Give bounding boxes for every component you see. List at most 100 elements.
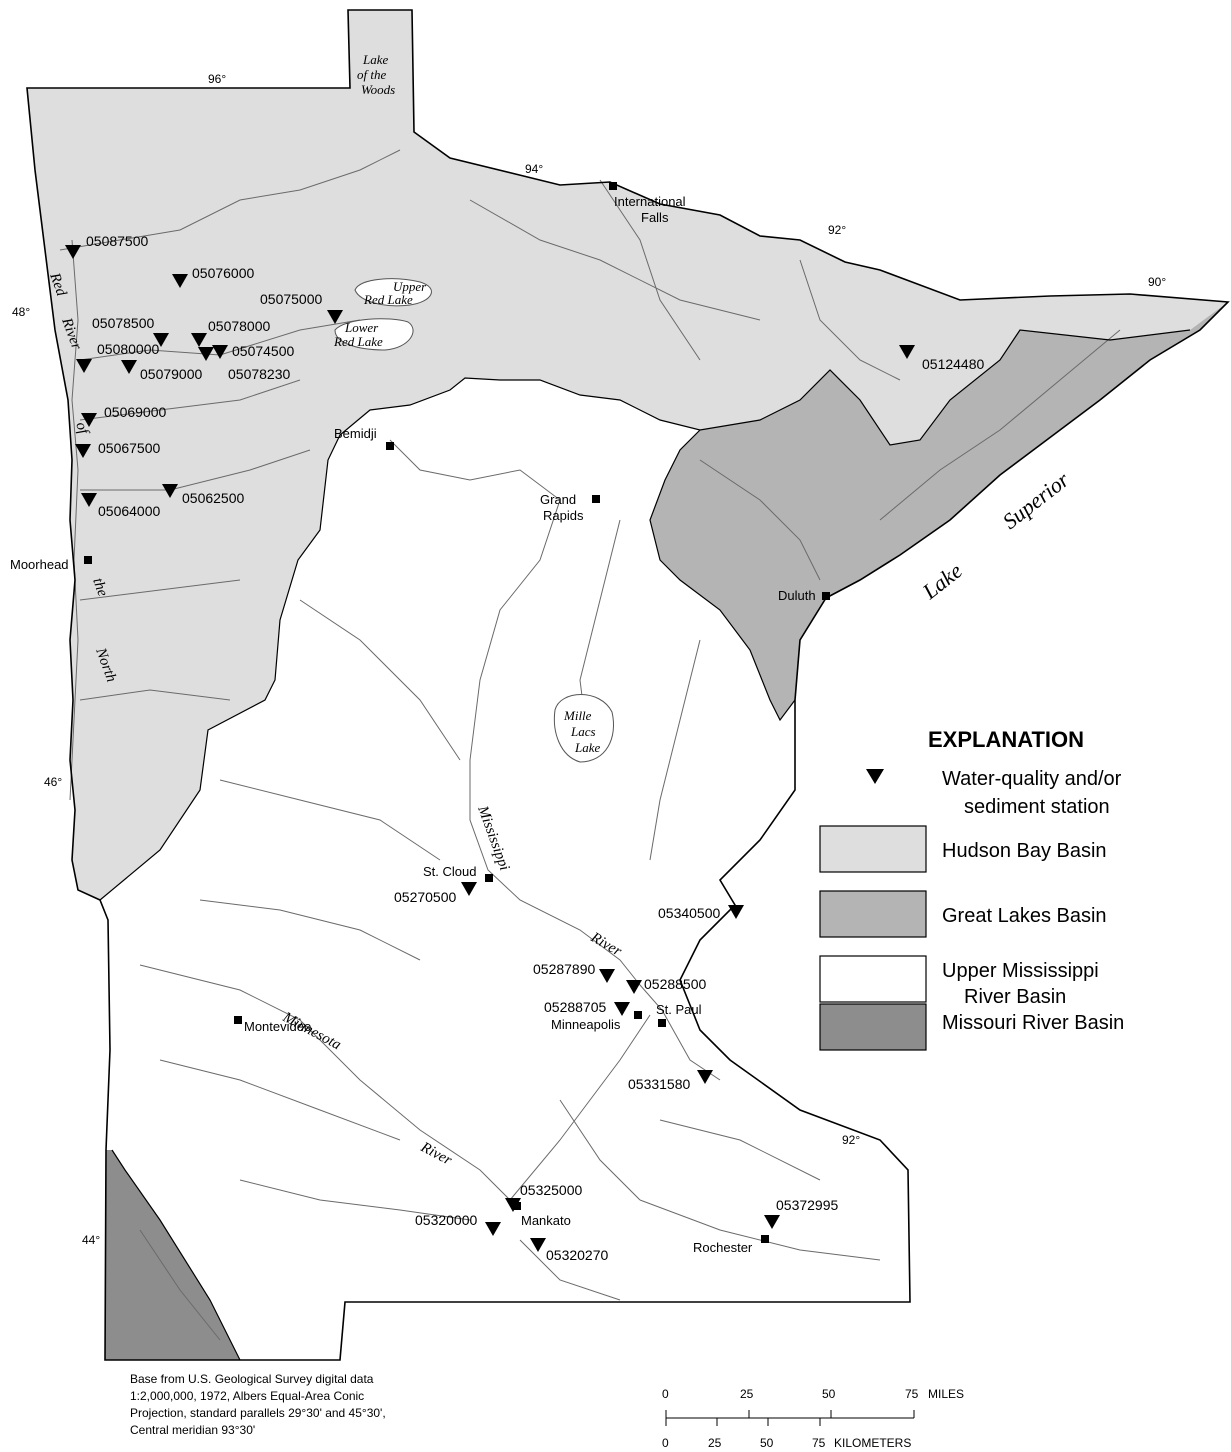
lat-46-label: 46° bbox=[44, 775, 62, 789]
station-label-05078500: 05078500 bbox=[92, 315, 155, 331]
city-marker-bemidji bbox=[386, 442, 394, 450]
station-label-05076000: 05076000 bbox=[192, 265, 255, 281]
city-marker-st-cloud bbox=[485, 874, 493, 882]
stream-f bbox=[79, 689, 231, 701]
city-label-rochester: Rochester bbox=[693, 1240, 753, 1255]
station-marker-05067500 bbox=[75, 444, 91, 458]
station-marker-05069000 bbox=[81, 413, 97, 427]
great-lakes-basin-region bbox=[650, 302, 1228, 720]
station-marker-05064000 bbox=[81, 493, 97, 507]
scale-km-label-25: 25 bbox=[708, 1436, 722, 1450]
mille-lacs-line1: Mille bbox=[563, 708, 592, 723]
stream-l bbox=[299, 599, 461, 761]
station-label-05080000: 05080000 bbox=[97, 341, 160, 357]
city-marker-international-falls bbox=[609, 182, 617, 190]
scale-km-unit: KILOMETERS bbox=[834, 1436, 911, 1450]
base-credit: Base from U.S. Geological Survey digital… bbox=[130, 1372, 386, 1437]
station-marker-05270500 bbox=[461, 882, 477, 896]
city-label-rapids: Rapids bbox=[543, 508, 584, 523]
upper-mississippi-basin-region bbox=[100, 378, 910, 1360]
station-label-05087500: 05087500 bbox=[86, 233, 149, 249]
station-label-05340500: 05340500 bbox=[658, 905, 721, 921]
station-label-05331580: 05331580 bbox=[628, 1076, 691, 1092]
legend-swatch-upper-mississippi bbox=[819, 955, 927, 1003]
station-marker-05076000 bbox=[172, 274, 188, 288]
hudson-basin-boundary bbox=[99, 329, 1191, 901]
station-marker-05287890 bbox=[599, 969, 615, 983]
station-label-05288705: 05288705 bbox=[544, 999, 607, 1015]
scale-mi-label-0: 0 bbox=[662, 1387, 669, 1401]
lake-woods-line1: Lake bbox=[362, 52, 389, 67]
stream-a bbox=[59, 149, 401, 251]
lat-48-label: 48° bbox=[12, 305, 30, 319]
station-label-05288500: 05288500 bbox=[644, 976, 707, 992]
scale-bar: 0 25 50 75 MILES 0 25 50 75 KILOMETERS bbox=[662, 1387, 964, 1450]
credit-line-4: Central meridian 93°30' bbox=[130, 1423, 255, 1437]
lon-96-label: 96° bbox=[208, 72, 226, 86]
city-label-mankato: Mankato bbox=[521, 1213, 571, 1228]
graticule-labels: 96° 94° 92° 90° 48° 46° 44° 92° bbox=[12, 72, 1166, 1247]
city-label-st-cloud: St. Cloud bbox=[423, 864, 476, 879]
stream-c bbox=[79, 379, 301, 421]
lake-superior-line2: Superior bbox=[998, 467, 1074, 534]
city-marker-moorhead bbox=[84, 556, 92, 564]
stream-j bbox=[879, 329, 1121, 521]
city-label-falls: Falls bbox=[641, 210, 669, 225]
legend-great-lakes-text: Great Lakes Basin bbox=[942, 905, 1107, 927]
legend-swatch-missouri bbox=[819, 1003, 927, 1051]
city-label-moorhead: Moorhead bbox=[10, 557, 69, 572]
mille-lacs-line3: Lake bbox=[574, 740, 601, 755]
station-label-05069000: 05069000 bbox=[104, 404, 167, 420]
credit-line-3: Projection, standard parallels 29°30' an… bbox=[130, 1406, 386, 1420]
state-outline bbox=[26, 9, 1230, 1361]
stream-u bbox=[659, 1119, 821, 1181]
city-marker-st-paul bbox=[658, 1019, 666, 1027]
lon-92-south-label: 92° bbox=[842, 1133, 860, 1147]
legend-station-text-1: Water-quality and/or bbox=[942, 768, 1122, 790]
city-marker-grand-rapids bbox=[592, 495, 600, 503]
red-river-label-4: the bbox=[89, 576, 110, 599]
basin-regions bbox=[27, 10, 1228, 1360]
station-label-05079000: 05079000 bbox=[140, 366, 203, 382]
station-label-05067500: 05067500 bbox=[98, 440, 161, 456]
station-marker-05062500 bbox=[162, 484, 178, 498]
station-marker-05320270 bbox=[530, 1238, 546, 1252]
missouri-river-basin-region bbox=[105, 1150, 340, 1360]
station-label-05124480: 05124480 bbox=[922, 356, 985, 372]
scale-km-label-50: 50 bbox=[760, 1436, 774, 1450]
lake-woods-line2: of the bbox=[357, 67, 386, 82]
legend-title: EXPLANATION bbox=[928, 727, 1084, 752]
station-label-05075000: 05075000 bbox=[260, 291, 323, 307]
city-label-international: International bbox=[614, 194, 686, 209]
station-label-05074500: 05074500 bbox=[232, 343, 295, 359]
city-marker-duluth bbox=[822, 592, 830, 600]
stream-e bbox=[79, 579, 241, 601]
scale-km-label-75: 75 bbox=[812, 1436, 826, 1450]
stream-q bbox=[159, 1059, 401, 1141]
station-marker-05288705 bbox=[614, 1002, 630, 1016]
station-marker-05075000 bbox=[327, 310, 343, 324]
scale-mi-unit: MILES bbox=[928, 1387, 964, 1401]
mississippi-river-line bbox=[389, 439, 721, 1081]
station-marker-05079000 bbox=[121, 360, 137, 374]
great-lakes-basin-boundary bbox=[649, 429, 796, 722]
station-marker-05078230 bbox=[198, 347, 214, 361]
cities: International Falls Bemidji Grand Rapids… bbox=[10, 182, 830, 1255]
red-river-label-1: Red bbox=[46, 270, 70, 299]
upper-red-line2: Red Lake bbox=[363, 292, 413, 307]
stream-d bbox=[80, 449, 311, 491]
stream-w bbox=[139, 1229, 221, 1341]
station-label-05270500: 05270500 bbox=[394, 889, 457, 905]
stream-i bbox=[799, 259, 901, 381]
hudson-bay-basin-region bbox=[27, 10, 1228, 900]
mille-lacs-lake-shape bbox=[553, 694, 614, 763]
legend-upper-miss-text-1: Upper Mississippi bbox=[942, 960, 1099, 982]
lon-94-label: 94° bbox=[525, 162, 543, 176]
city-marker-mankato bbox=[513, 1202, 521, 1210]
station-label-05062500: 05062500 bbox=[182, 490, 245, 506]
station-label-05064000: 05064000 bbox=[98, 503, 161, 519]
station-marker-05087500 bbox=[65, 245, 81, 259]
station-marker-05078000 bbox=[191, 333, 207, 347]
